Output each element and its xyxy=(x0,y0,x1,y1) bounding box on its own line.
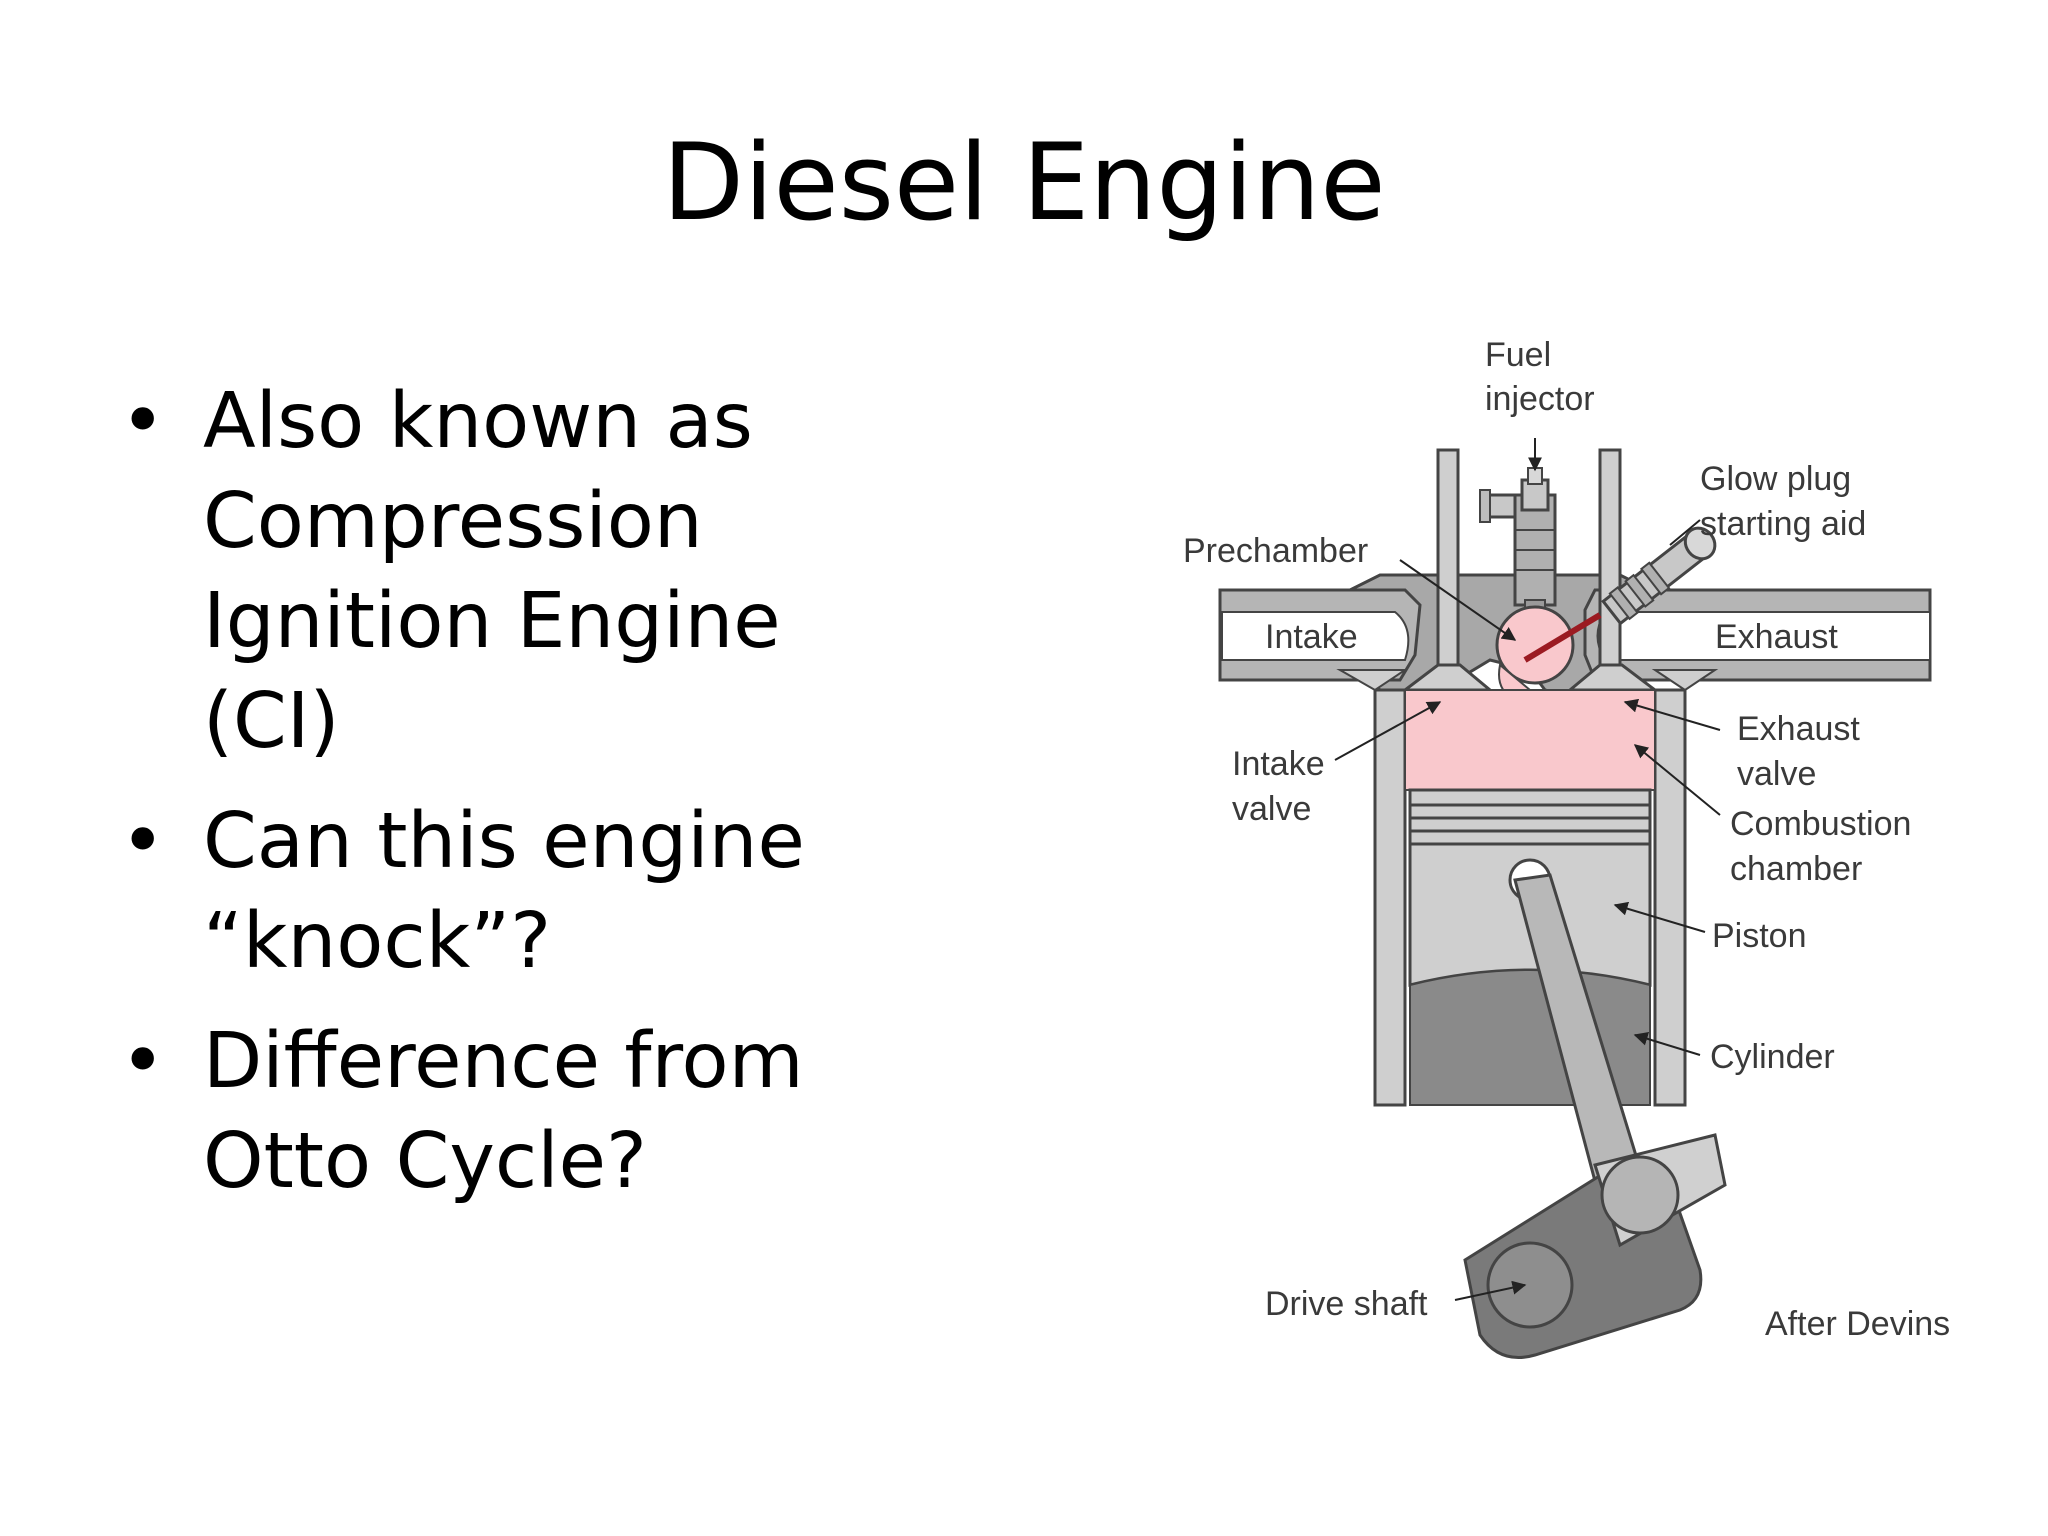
slide-title: Diesel Engine xyxy=(662,121,1386,244)
bullet-text: Also known as Compression Ignition Engin… xyxy=(203,377,781,766)
label-intake: Intake xyxy=(1265,618,1358,656)
label-prechamber: Prechamber xyxy=(1183,532,1368,570)
bullet-dot-icon: • xyxy=(120,377,166,466)
leader-intake-valve xyxy=(1334,701,1442,761)
exhaust-valve-stem xyxy=(1598,448,1622,677)
diesel-engine-diagram: Fuel injector Glow plug starting aid Pre… xyxy=(1183,336,1950,1359)
crank-pin xyxy=(1600,1155,1680,1235)
label-combustion-2: chamber xyxy=(1730,850,1862,888)
label-fuel-injector-1: Fuel xyxy=(1485,336,1551,374)
leader-drive-shaft xyxy=(1454,1280,1527,1301)
intake-valve-stem xyxy=(1436,448,1460,677)
leader-exhaust-valve xyxy=(1623,698,1721,731)
drive-shaft xyxy=(1486,1241,1574,1329)
fuel-injector-fitting-2 xyxy=(1479,489,1491,523)
label-credit: After Devins xyxy=(1765,1305,1950,1343)
prechamber xyxy=(1495,605,1575,685)
cylinder-wall-left-flare xyxy=(1336,669,1409,692)
cylinder-wall-right xyxy=(1653,688,1687,1107)
glow-plug-rod xyxy=(1523,612,1602,663)
cylinder-wall-right-flare xyxy=(1651,669,1719,692)
label-glow-plug-2: starting aid xyxy=(1700,505,1866,543)
label-intake-valve-2: valve xyxy=(1232,790,1311,828)
label-cylinder: Cylinder xyxy=(1710,1038,1835,1076)
label-combustion-1: Combustion xyxy=(1730,805,1911,843)
bullet-text: Difference from Otto Cycle? xyxy=(203,1017,804,1206)
intake-port-channel xyxy=(1221,611,1410,661)
combustion-chamber xyxy=(1404,689,1656,791)
label-piston: Piston xyxy=(1712,917,1807,955)
leader-cylinder xyxy=(1633,1032,1701,1056)
label-exhaust-valve-2: valve xyxy=(1737,755,1816,793)
bullet-item: • Also known as Compression Ignition Eng… xyxy=(120,372,880,772)
bullet-dot-icon: • xyxy=(120,797,166,886)
glow-plug xyxy=(1601,526,1717,626)
label-fuel-injector-2: injector xyxy=(1485,380,1595,418)
leader-combustion xyxy=(1633,744,1721,816)
leader-glow-plug xyxy=(1669,519,1701,546)
fuel-injector-cap xyxy=(1527,467,1543,485)
label-drive-shaft: Drive shaft xyxy=(1265,1285,1428,1323)
label-glow-plug-1: Glow plug xyxy=(1700,460,1851,498)
label-intake-valve-1: Intake xyxy=(1232,745,1325,783)
bullet-dot-icon: • xyxy=(120,1017,166,1106)
leader-piston xyxy=(1613,901,1706,933)
bullet-text: Can this engine “knock”? xyxy=(203,797,805,986)
bullet-list: • Also known as Compression Ignition Eng… xyxy=(120,372,880,1232)
leader-prechamber xyxy=(1399,559,1517,641)
bullet-item: • Can this engine “knock”? xyxy=(120,792,880,992)
label-exhaust: Exhaust xyxy=(1715,618,1838,656)
cylinder-wall-left xyxy=(1373,688,1407,1107)
bullet-item: • Difference from Otto Cycle? xyxy=(120,1012,880,1212)
label-exhaust-valve-1: Exhaust xyxy=(1737,710,1860,748)
